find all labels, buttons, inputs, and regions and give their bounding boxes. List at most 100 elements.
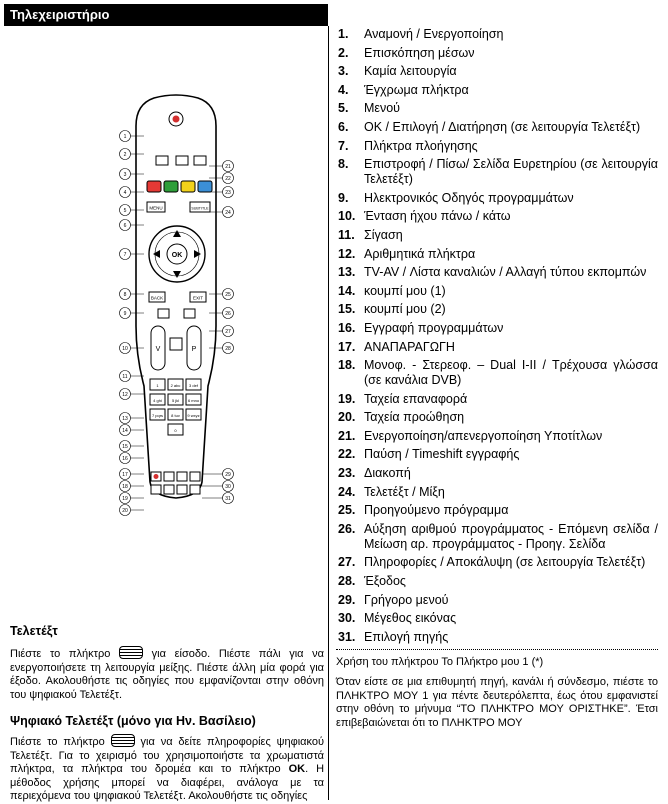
keypad-key-label: 4 ghi	[153, 398, 162, 403]
blue-key	[197, 180, 213, 193]
callout-circle	[119, 219, 131, 231]
teletext-text-before: Πιέστε το πλήκτρο	[10, 648, 111, 660]
callout-number: 6	[124, 223, 127, 229]
callout-number: 20	[122, 508, 128, 514]
legend-item-number: 7.	[338, 138, 349, 153]
callout-number: 9	[124, 311, 127, 317]
legend-divider	[336, 648, 658, 650]
legend-item-text: Επιλογή πηγής	[364, 629, 449, 644]
callout-circle	[119, 370, 131, 382]
callout-circle	[119, 168, 131, 180]
legend-item: 31.Επιλογή πηγής	[336, 630, 658, 645]
callout-number: 17	[122, 472, 128, 478]
legend-item-number: 30.	[338, 611, 356, 626]
callout-circle	[222, 160, 234, 172]
legend-item-text: Μέγεθος εικόνας	[364, 611, 457, 626]
exit-label: EXIT	[193, 296, 203, 301]
callout-circle	[222, 325, 234, 337]
legend-item-number: 12.	[338, 246, 356, 261]
callout-circle	[119, 492, 131, 504]
callout-number: 22	[225, 176, 231, 182]
legend-item-text: Ηλεκτρονικός Οδηγός προγραμμάτων	[364, 190, 574, 205]
ok-label: OK	[172, 252, 183, 259]
pause-button	[176, 471, 188, 482]
callout-circle	[222, 342, 234, 354]
callout-number: 27	[225, 329, 231, 335]
legend-item-number: 10.	[338, 209, 356, 224]
callout-number: 3	[124, 172, 127, 178]
callout-circle	[222, 480, 234, 492]
legend-item-number: 4.	[338, 82, 349, 97]
legend-item-text: Μενού	[364, 101, 401, 116]
subtitle-button	[189, 201, 211, 213]
callout-circle	[119, 412, 131, 424]
play-button	[163, 471, 175, 482]
callout-number: 14	[122, 428, 128, 434]
keypad-key	[185, 408, 202, 421]
callout-number: 16	[122, 456, 128, 462]
legend-item-text: Αύξηση αριθμού προγράμματος - Επόμενη σε…	[364, 521, 658, 551]
legend-item-text: ΟΚ / Επιλογή / Διατήρηση (σε λειτουργία …	[364, 119, 641, 134]
legend-item-text: κουμπί μου (1)	[364, 283, 446, 298]
keypad-key	[185, 393, 202, 406]
fast-forward-button	[176, 484, 188, 495]
keypad-key	[167, 393, 184, 406]
keypad-key	[185, 378, 202, 391]
subtitle-label: SUBTITLE	[191, 207, 209, 211]
callout-number: 2	[124, 152, 127, 158]
callout-circle	[119, 248, 131, 260]
mute-button	[169, 337, 183, 351]
source-button	[157, 308, 170, 319]
audio-button	[150, 484, 162, 495]
callout-circle	[222, 186, 234, 198]
legend-item-text: Καμία λειτουργία	[364, 64, 457, 79]
callout-number: 19	[122, 496, 128, 502]
keypad-key-label: 8 tuv	[171, 413, 180, 418]
callout-number: 30	[225, 484, 231, 490]
legend-item-text: Γρήγορο μενού	[364, 592, 449, 607]
legend-item: 11.Σίγαση	[336, 228, 658, 243]
callout-number: 18	[122, 484, 128, 490]
nav-up-icon	[173, 230, 181, 237]
legend-item: 27.Πληροφορίες / Αποκάλυψη (σε λειτουργί…	[336, 555, 658, 570]
teletext-paragraph: Πιέστε το πλήκτρο για είσοδο. Πιέστε πάλ…	[10, 646, 324, 702]
keypad-key-label: 0	[174, 428, 177, 433]
callout-number: 13	[122, 416, 128, 422]
callout-circle	[222, 492, 234, 504]
legend-item-number: 15.	[338, 302, 356, 317]
digital-teletext-paragraph: Πιέστε το πλήκτρο για να δείτε πληροφορί…	[10, 734, 324, 804]
section-header: Τηλεχειριστήριο	[4, 4, 328, 26]
legend-item: 4. Έγχρωμα πλήκτρα	[336, 83, 658, 98]
legend-item: 23.Διακοπή	[336, 466, 658, 481]
legend-item-text: Αναμονή / Ενεργοποίηση	[364, 27, 504, 41]
callout-circle	[119, 388, 131, 400]
digital-teletext-heading: Ψηφιακό Τελετέξτ (μόνο για Ην. Βασίλειο)	[10, 714, 256, 728]
legend-item-number: 11.	[338, 227, 355, 242]
callout-number: 25	[225, 292, 231, 298]
legend-item-text: Πλήκτρα πλοήγησης	[364, 138, 478, 153]
legend-item-text: Έγχρωμα πλήκτρα	[364, 82, 469, 97]
legend-item: 13.TV-AV / Λίστα καναλιών / Αλλαγή τύπου…	[336, 265, 658, 280]
callout-number: 31	[225, 496, 231, 502]
digital-text-before: Πιέστε το πλήκτρο	[10, 736, 105, 748]
teletext-button-icon	[119, 646, 144, 659]
keypad-key-label: 5 jkl	[172, 398, 179, 403]
legend-item: 12.Αριθμητικά πλήκτρα	[336, 247, 658, 262]
legend-item: 10.Ένταση ήχου πάνω / κάτω	[336, 209, 658, 224]
callout-circle	[119, 504, 131, 516]
legend-item-number: 3.	[338, 64, 349, 79]
legend-item-number: 29.	[338, 592, 356, 607]
callout-number: 10	[122, 346, 128, 352]
my-button-note-title: Χρήση του πλήκτρου Το Πλήκτρο μου 1 (*)	[336, 655, 544, 668]
legend-item-text: κουμπί μου (2)	[364, 302, 446, 317]
legend-item-text: Ταχεία προώθηση	[364, 410, 465, 425]
callout-number: 4	[124, 190, 127, 196]
stop-button	[189, 471, 201, 482]
nav-down-icon	[173, 271, 181, 278]
callout-circle	[119, 186, 131, 198]
teletext-text-after: για είσοδο. Πιέστε πάλι για να ενεργοποι…	[10, 648, 325, 701]
legend-item-number: 8.	[338, 157, 349, 172]
legend-item: 6.ΟΚ / Επιλογή / Διατήρηση (σε λειτουργί…	[336, 120, 658, 135]
legend-item: 1.Αναμονή / Ενεργοποίηση	[336, 27, 658, 42]
